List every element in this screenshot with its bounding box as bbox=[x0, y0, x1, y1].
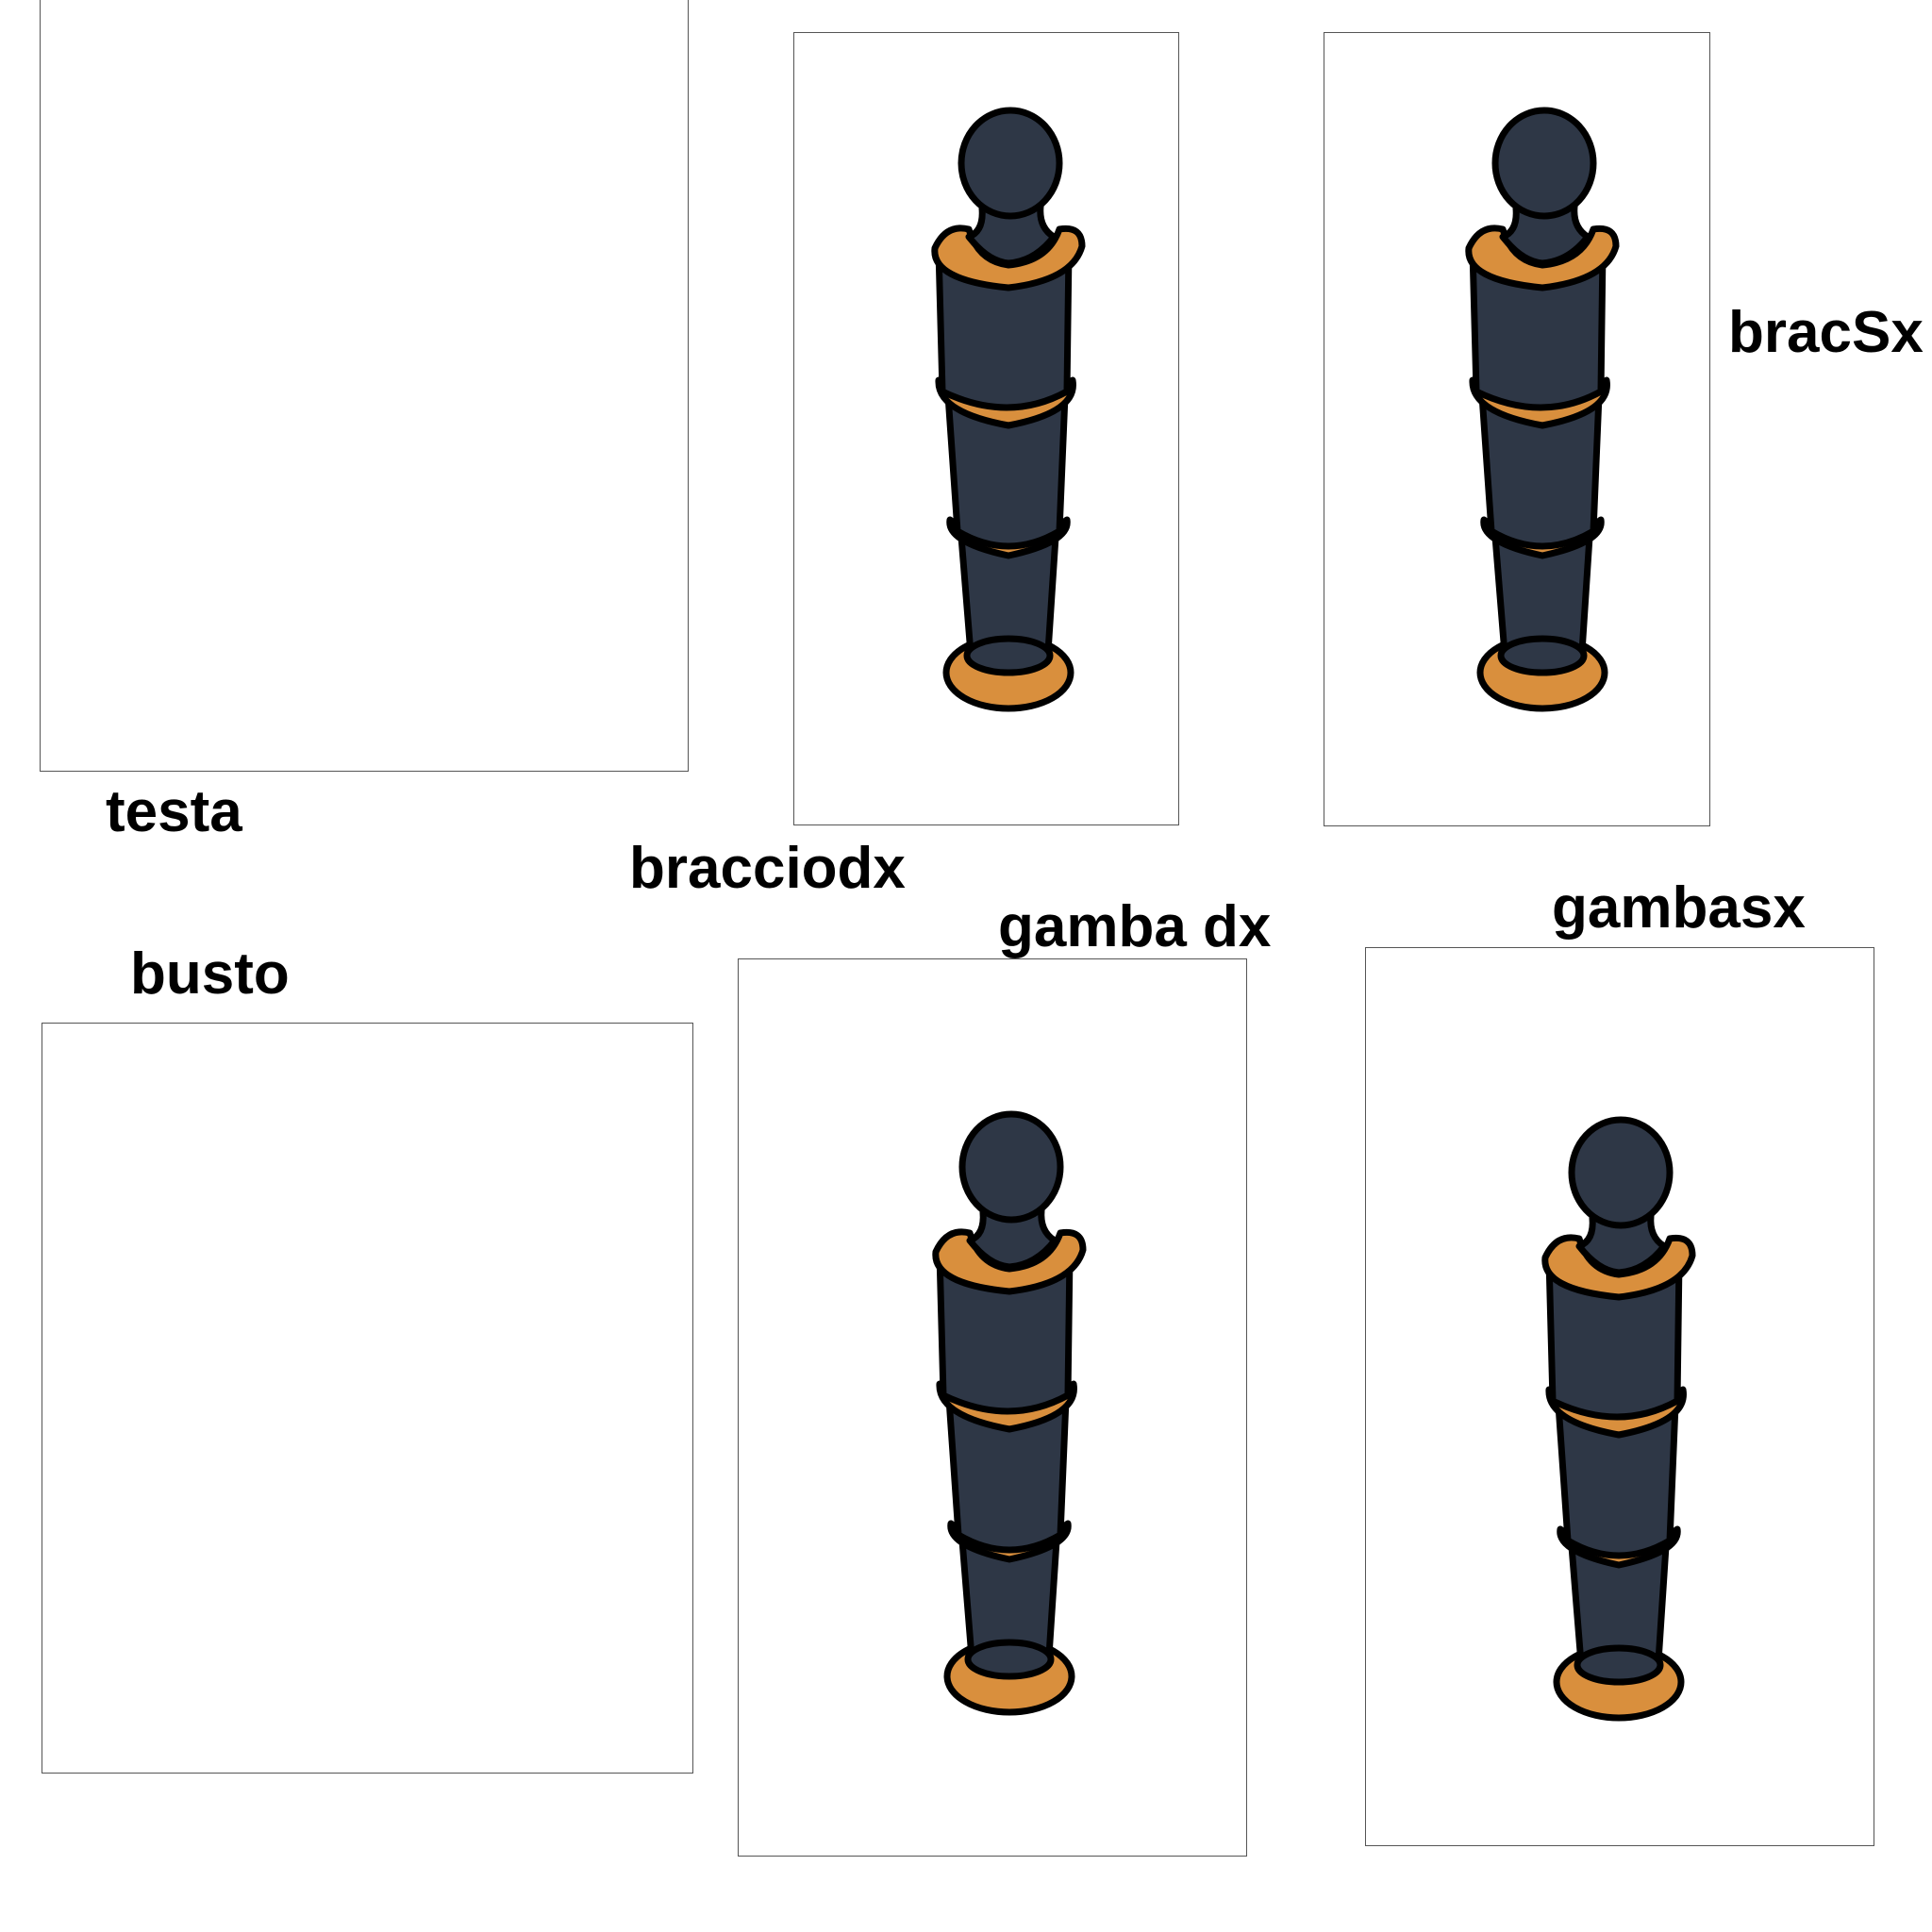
bracsx-label: bracSx bbox=[1728, 300, 1924, 365]
foosball-figure-icon bbox=[1437, 95, 1644, 718]
busto-panel bbox=[42, 1023, 693, 1774]
gambasx-label: gambasx bbox=[1552, 875, 1806, 941]
gamba-dx-panel bbox=[738, 958, 1247, 1857]
bracciodx-panel bbox=[793, 32, 1179, 825]
gamba-dx-label: gamba dx bbox=[998, 894, 1272, 959]
testa-label: testa bbox=[106, 779, 242, 844]
busto-label: busto bbox=[130, 941, 290, 1007]
bracsx-panel bbox=[1324, 32, 1710, 826]
foosball-figure-icon bbox=[903, 95, 1110, 718]
testa-panel bbox=[40, 0, 689, 772]
gambasx-panel bbox=[1365, 947, 1874, 1846]
foosball-figure-icon bbox=[904, 1099, 1111, 1722]
bracciodx-label: bracciodx bbox=[629, 836, 906, 901]
foosball-figure-icon bbox=[1513, 1105, 1721, 1727]
